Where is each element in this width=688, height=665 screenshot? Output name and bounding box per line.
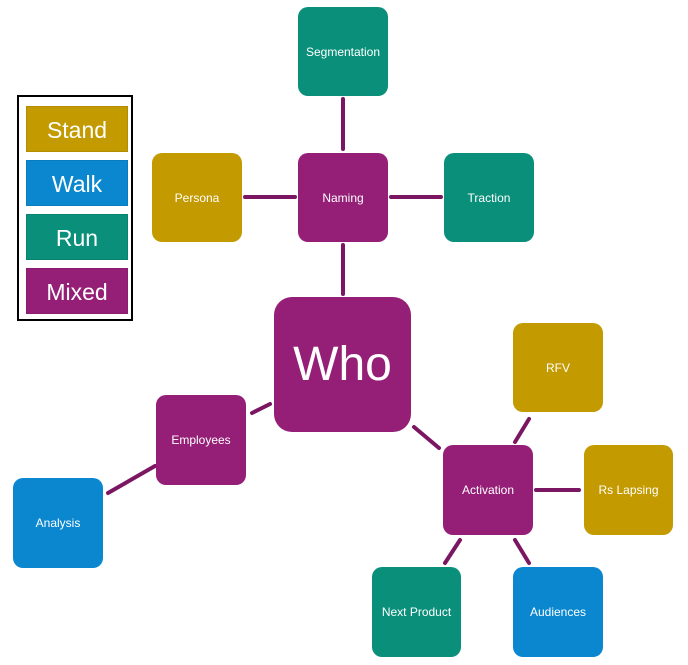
node-analysis[interactable]: Analysis <box>13 478 103 568</box>
legend: Stand Walk Run Mixed <box>17 95 133 321</box>
legend-item-mixed: Mixed <box>26 268 128 314</box>
legend-item-mixed-label: Mixed <box>46 279 108 305</box>
edge-activation-audiences <box>513 538 531 565</box>
edge-activation-next-product <box>443 538 462 565</box>
node-naming[interactable]: Naming <box>298 153 388 242</box>
legend-item-walk-label: Walk <box>51 171 103 197</box>
node-who-label: Who <box>293 338 392 391</box>
node-segmentation[interactable]: Segmentation <box>298 7 388 96</box>
node-audiences-label: Audiences <box>529 605 587 619</box>
node-traction[interactable]: Traction <box>444 153 534 242</box>
node-activation[interactable]: Activation <box>443 445 533 535</box>
node-activation-label: Activation <box>461 483 515 497</box>
node-segmentation-label: Segmentation <box>305 44 381 59</box>
node-persona[interactable]: Persona <box>152 153 242 242</box>
node-rfv-label: RFV <box>546 360 570 375</box>
edge-employees-analysis <box>106 464 157 495</box>
node-rs-lapsing-label: Rs Lapsing <box>598 483 659 497</box>
node-analysis-label: Analysis <box>35 516 81 530</box>
legend-item-stand: Stand <box>26 106 128 152</box>
node-traction-label: Traction <box>467 190 511 205</box>
node-who[interactable]: Who <box>274 297 411 432</box>
node-audiences[interactable]: Audiences <box>513 567 603 657</box>
node-persona-label: Persona <box>174 190 220 205</box>
node-rfv[interactable]: RFV <box>513 323 603 412</box>
edge-who-employees <box>250 402 272 415</box>
edge-who-activation <box>412 425 441 450</box>
legend-item-stand-label: Stand <box>46 117 108 143</box>
node-rs-lapsing[interactable]: Rs Lapsing <box>584 445 673 535</box>
legend-item-run-label: Run <box>55 225 99 251</box>
legend-item-run: Run <box>26 214 128 260</box>
node-employees-label: Employees <box>171 433 231 447</box>
node-next-product[interactable]: Next Product <box>372 567 461 657</box>
legend-item-walk: Walk <box>26 160 128 206</box>
node-employees[interactable]: Employees <box>156 395 246 485</box>
node-next-product-label: Next Product <box>381 605 452 619</box>
node-naming-label: Naming <box>322 190 364 205</box>
edge-activation-rfv <box>513 417 531 444</box>
